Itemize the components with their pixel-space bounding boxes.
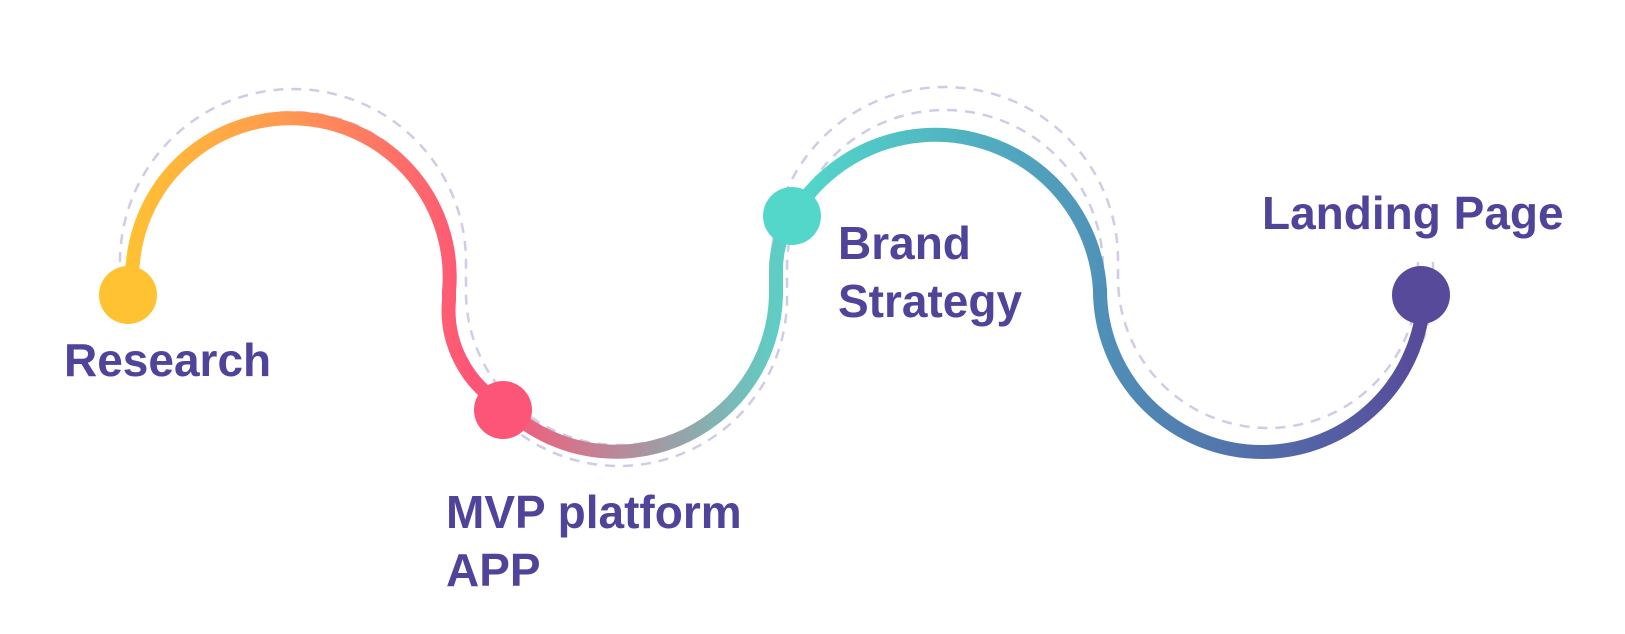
label-mvp-platform-app: MVP platform APP: [446, 483, 742, 599]
label-line: Strategy: [838, 275, 1023, 327]
node-brand-strategy: [763, 187, 821, 245]
label-research: Research: [64, 331, 271, 389]
label-line: Brand: [838, 217, 971, 269]
wave-segment-research-mvp: [121, 111, 510, 412]
label-line: MVP platform: [446, 486, 742, 538]
wave-segment-mvp-brand: [496, 211, 799, 459]
node-landing-page: [1392, 266, 1450, 324]
node-mvp-platform: [474, 381, 532, 439]
dashed-guide-outer: [118, 85, 1420, 447]
label-brand-strategy: Brand Strategy: [838, 214, 1022, 330]
wave-segment-blue-landing: [1093, 283, 1431, 459]
label-line: APP: [446, 544, 541, 596]
node-research: [99, 266, 157, 324]
label-line: Landing Page: [1262, 187, 1564, 239]
label-line: Research: [64, 334, 272, 386]
wave-segment-brand-blue: [785, 127, 1107, 297]
label-landing-page: Landing Page: [1262, 184, 1564, 242]
dashed-guide-inner: [133, 108, 1435, 468]
